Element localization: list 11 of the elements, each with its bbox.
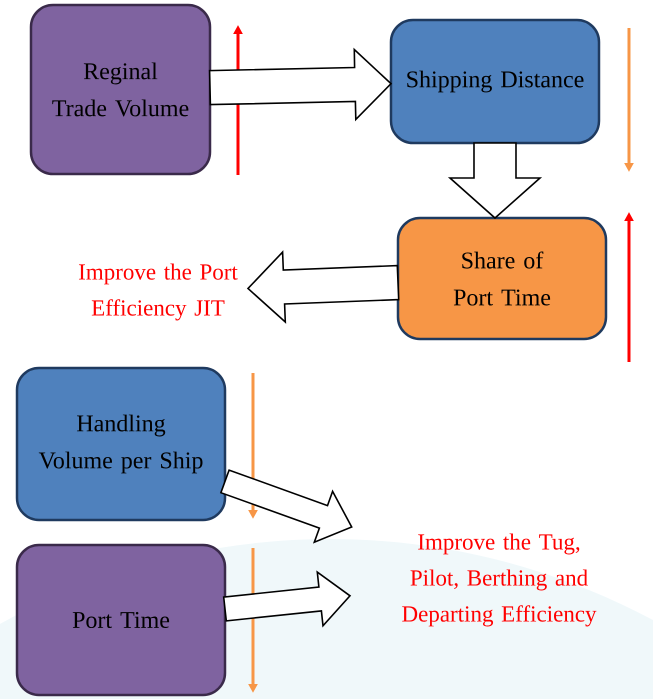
process-box: Port Time (16, 544, 226, 696)
block-arrow (222, 570, 352, 628)
process-box: Shipping Distance (390, 18, 600, 144)
process-box: Share of Port Time (396, 216, 608, 340)
block-arrow (208, 48, 392, 122)
block-arrow (448, 142, 542, 220)
note-text: Improve the Port Efficiency JIT (78, 264, 238, 320)
note-text: Improve the Tug, Pilot, Berthing and Departing Efficiency (402, 534, 596, 626)
process-box: Reginal Trade Volume (30, 4, 212, 176)
process-box: Handling Volume per Ship (16, 366, 226, 522)
block-arrow (246, 250, 400, 324)
